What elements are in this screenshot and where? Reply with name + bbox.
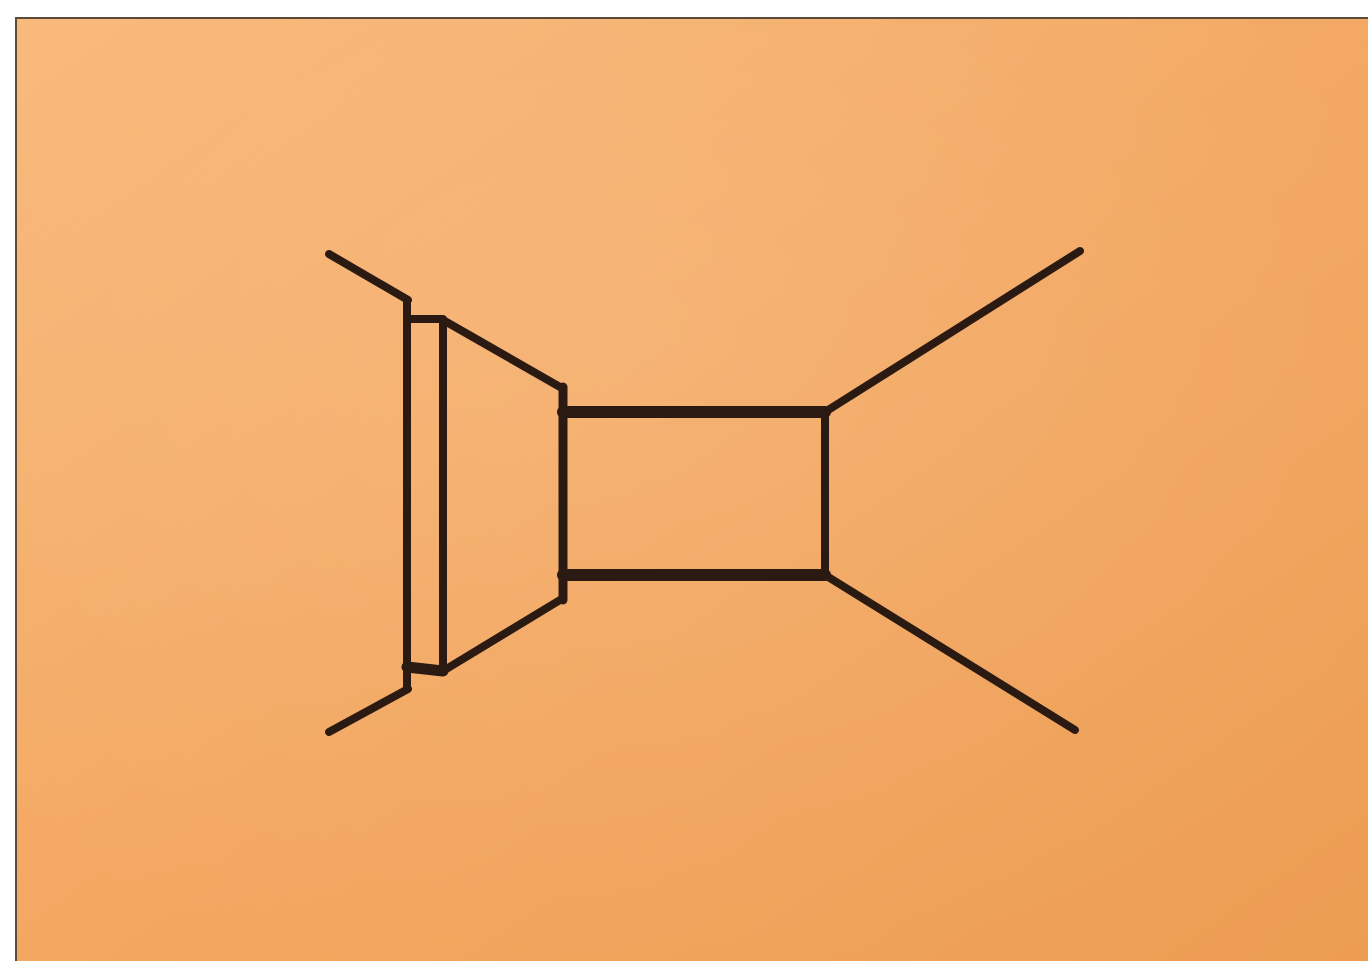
left-bottom-cap: [407, 667, 443, 671]
illustration-frame: [15, 17, 1368, 961]
perspective-line-drawing: [17, 19, 1368, 961]
paper-highlight: [17, 19, 1368, 961]
